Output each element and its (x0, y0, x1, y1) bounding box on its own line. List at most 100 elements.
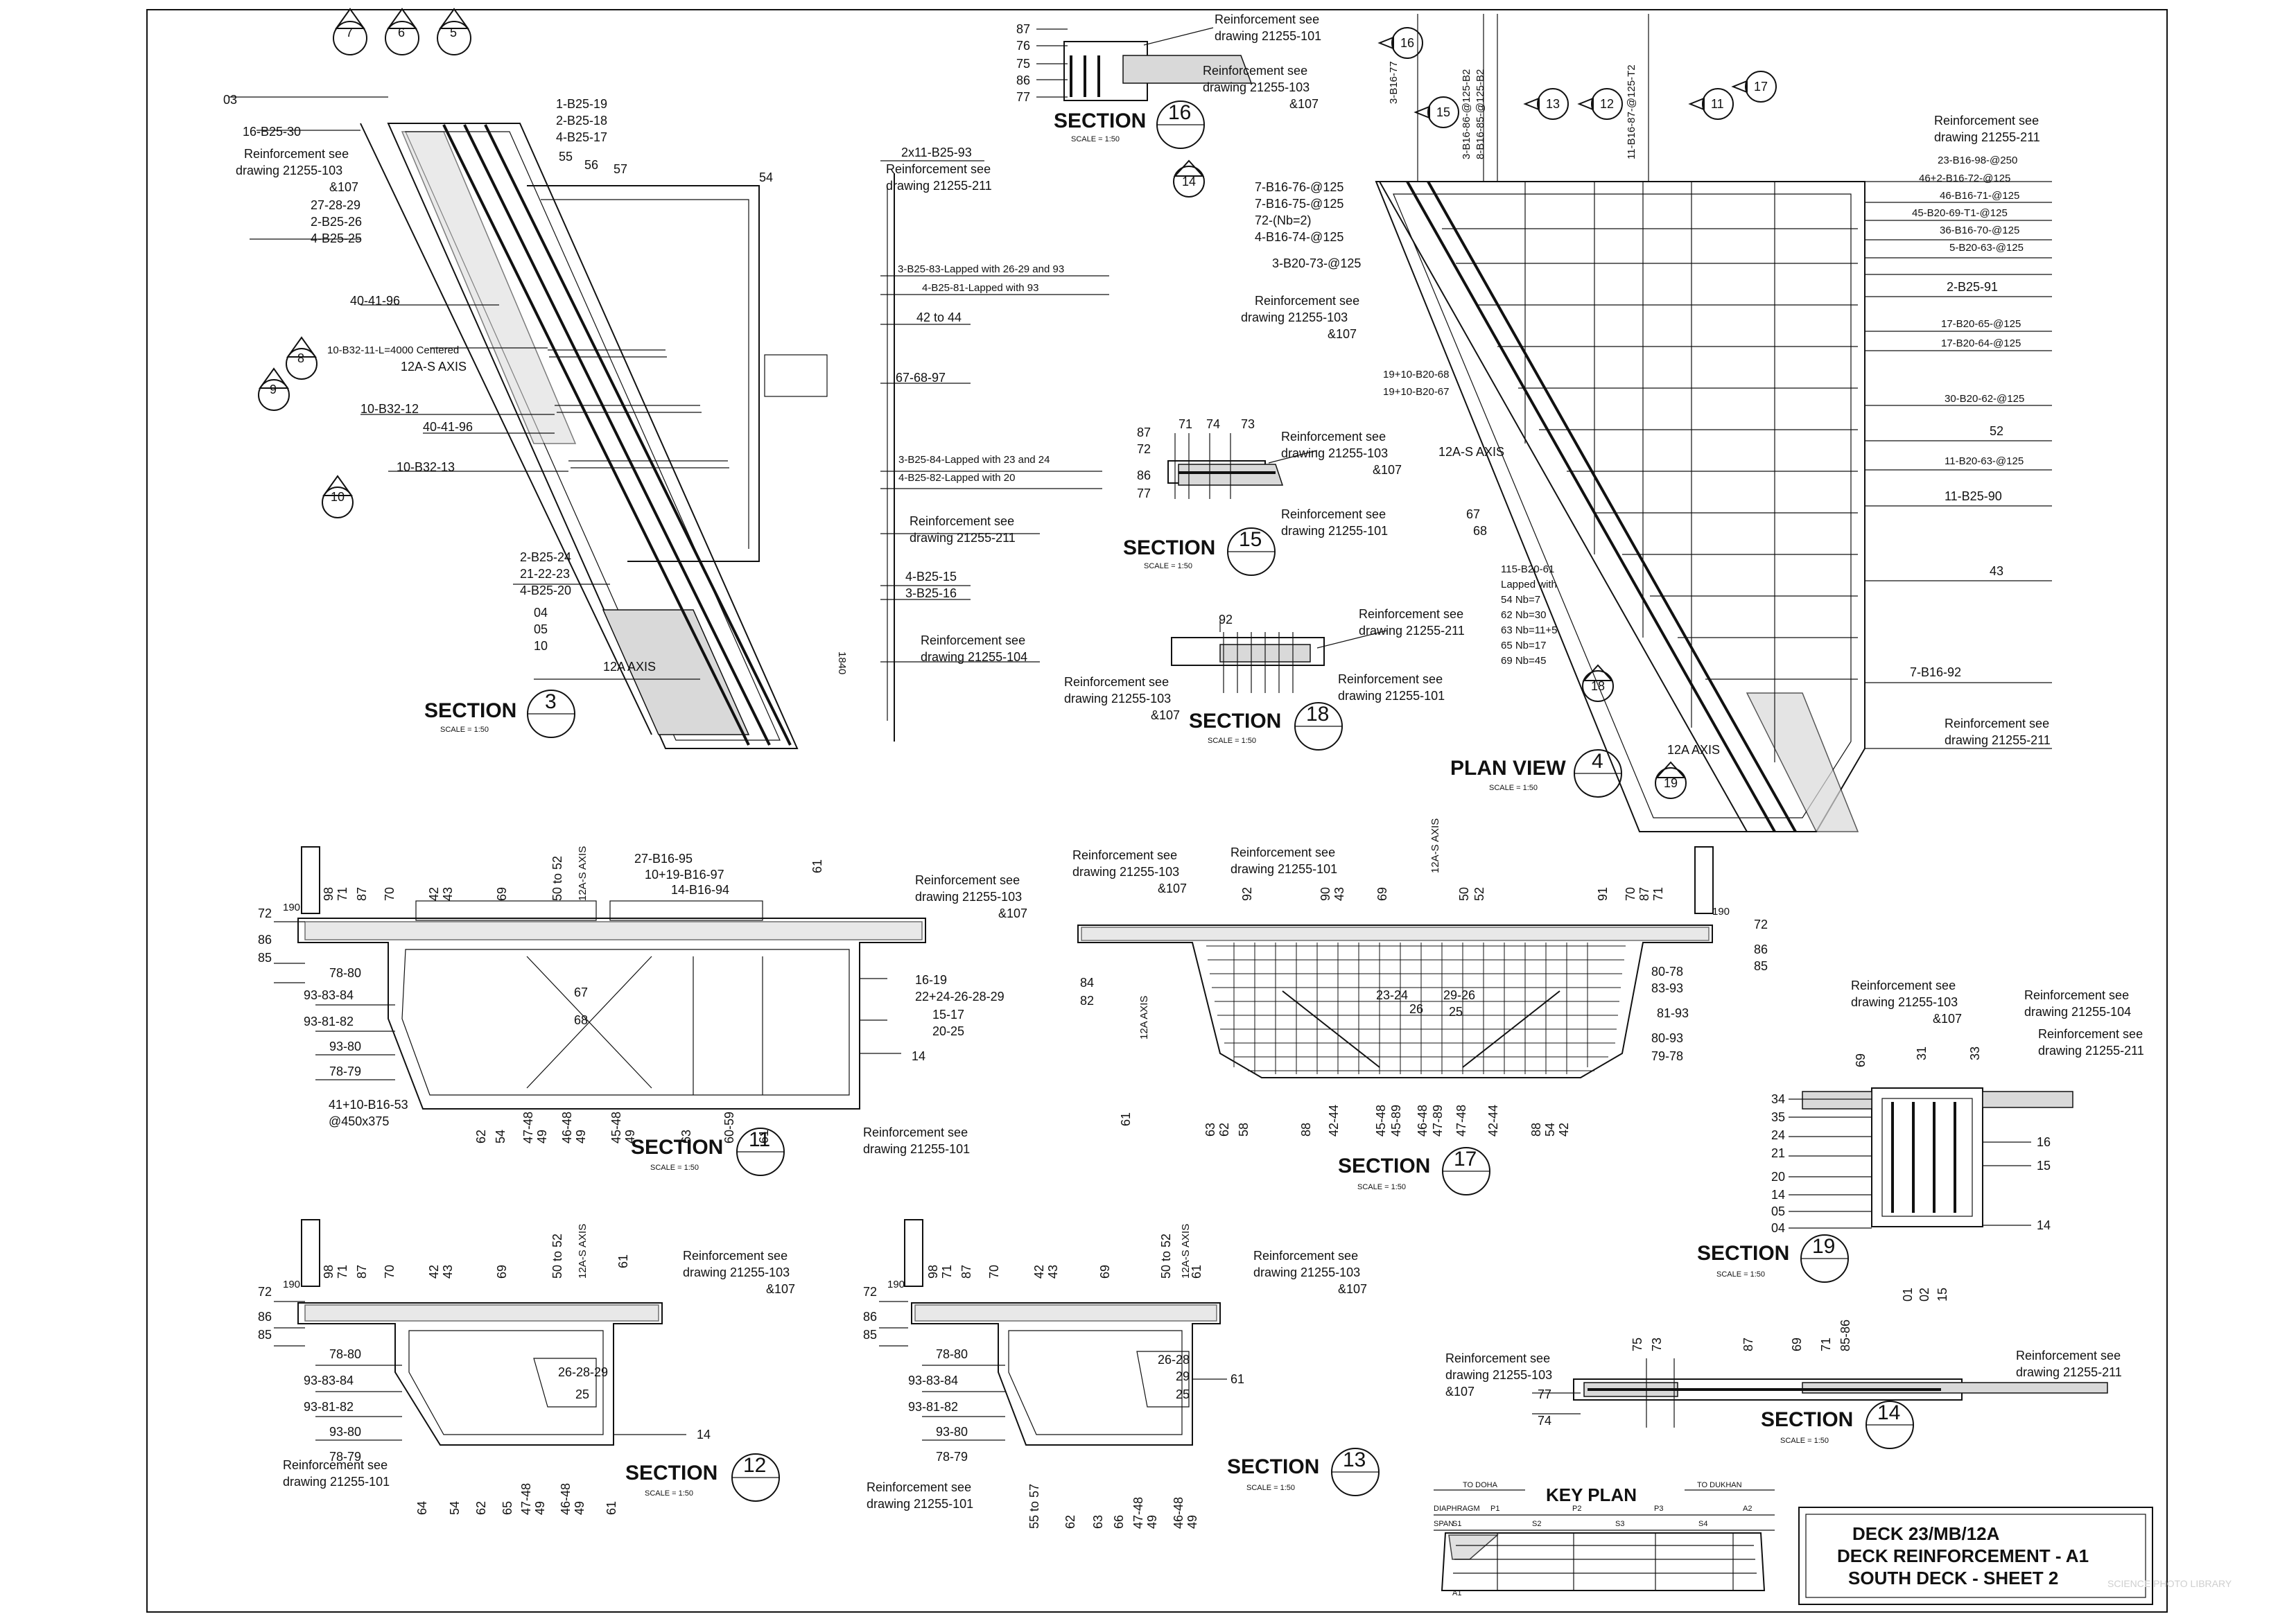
svg-text:87: 87 (1016, 22, 1030, 36)
svg-text:SECTION: SECTION (1338, 1155, 1430, 1177)
s3-label: 42 to 44 (916, 310, 962, 324)
svg-text:78-79: 78-79 (329, 1064, 361, 1078)
svg-text:46+2-B16-72-@125: 46+2-B16-72-@125 (1919, 173, 2010, 184)
svg-text:115-B20-61: 115-B20-61 (1501, 563, 1554, 575)
svg-text:62: 62 (474, 1501, 488, 1515)
svg-text:34: 34 (1771, 1092, 1785, 1106)
svg-text:98: 98 (322, 1265, 336, 1279)
svg-text:19+10-B20-68: 19+10-B20-68 (1383, 369, 1450, 380)
svg-text:42: 42 (1557, 1123, 1571, 1137)
svg-text:69: 69 (1790, 1338, 1804, 1351)
s3-label: 56 (584, 158, 598, 172)
svg-text:P1: P1 (1490, 1505, 1499, 1513)
svg-text:&107: &107 (1328, 327, 1357, 341)
svg-text:79-78: 79-78 (1651, 1049, 1683, 1063)
svg-text:69: 69 (495, 887, 509, 901)
section-12-drawing: 72 190 98 71 87 70 42 43 69 50 to 52 12A… (258, 1219, 795, 1515)
s3-label: 4-B25-81-Lapped with 93 (922, 282, 1038, 294)
svg-text:43: 43 (1046, 1265, 1060, 1279)
svg-text:7-B16-76-@125: 7-B16-76-@125 (1255, 180, 1343, 194)
svg-text:drawing 21255-211: drawing 21255-211 (1359, 624, 1465, 638)
svg-text:62 Nb=30: 62 Nb=30 (1501, 609, 1546, 621)
section-14-drawing: Reinforcement see drawing 21255-103 &107… (1445, 1320, 2122, 1428)
svg-text:16: 16 (1400, 36, 1414, 50)
svg-text:10: 10 (331, 490, 345, 504)
svg-text:93-83-84: 93-83-84 (304, 1374, 354, 1387)
svg-text:23-24: 23-24 (1376, 988, 1408, 1002)
s3-label: 27-28-29 (311, 198, 360, 212)
svg-text:70: 70 (1624, 887, 1637, 901)
svg-text:61: 61 (616, 1254, 630, 1268)
svg-text:47-89: 47-89 (1431, 1105, 1445, 1137)
svg-text:93-81-82: 93-81-82 (908, 1400, 958, 1414)
svg-text:29: 29 (1176, 1369, 1190, 1383)
svg-text:190: 190 (887, 1279, 905, 1290)
svg-text:86: 86 (258, 1310, 272, 1324)
svg-text:77: 77 (1538, 1387, 1551, 1401)
s3-label: &107 (329, 180, 358, 194)
s3-label: 10-B32-12 (360, 402, 419, 416)
svg-text:190: 190 (1712, 906, 1730, 918)
svg-text:43: 43 (1332, 887, 1346, 901)
svg-text:45-89: 45-89 (1389, 1105, 1403, 1137)
svg-text:21: 21 (1771, 1146, 1785, 1160)
svg-text:drawing 21255-101: drawing 21255-101 (863, 1142, 970, 1156)
svg-text:77: 77 (1016, 90, 1030, 104)
svg-text:62: 62 (1063, 1515, 1077, 1529)
svg-text:16-19: 16-19 (915, 973, 947, 987)
s3-label: 3-B25-83-Lapped with 26-29 and 93 (898, 263, 1064, 275)
svg-text:71: 71 (940, 1265, 954, 1279)
svg-text:49: 49 (623, 1130, 637, 1144)
svg-text:92: 92 (1240, 887, 1254, 901)
section-17-rebar-grid (1206, 943, 1626, 1074)
s3-label-03: 03 (223, 93, 237, 107)
svg-text:55 to 57: 55 to 57 (1027, 1484, 1041, 1529)
svg-text:27-B16-95: 27-B16-95 (634, 852, 693, 866)
svg-text:drawing 21255-101: drawing 21255-101 (1281, 524, 1388, 538)
svg-text:81-93: 81-93 (1657, 1006, 1689, 1020)
svg-text:93-81-82: 93-81-82 (304, 1015, 354, 1028)
svg-text:46-48: 46-48 (559, 1483, 573, 1515)
svg-text:11: 11 (749, 1128, 770, 1151)
svg-text:20-25: 20-25 (932, 1024, 964, 1038)
s3-label: 4-B25-15 (905, 570, 957, 584)
svg-text:71: 71 (1651, 887, 1665, 901)
svg-text:16: 16 (2037, 1135, 2051, 1149)
plan-view-4-drawing: 3-B16-77 3-B16-86-@125-B2 8-B16-85-@125-… (1241, 14, 2052, 832)
svg-text:13: 13 (1546, 97, 1560, 111)
svg-text:drawing 21255-101: drawing 21255-101 (1338, 689, 1445, 703)
svg-text:77: 77 (1137, 487, 1151, 500)
svg-text:45-48: 45-48 (609, 1112, 623, 1144)
svg-text:drawing 21255-103: drawing 21255-103 (1851, 995, 1958, 1009)
svg-text:73: 73 (1241, 417, 1255, 431)
svg-text:05: 05 (1771, 1204, 1785, 1218)
svg-text:KEY PLAN: KEY PLAN (1546, 1484, 1637, 1505)
svg-text:4: 4 (1592, 750, 1603, 773)
s3-label: 2x11-B25-93 (901, 146, 972, 159)
s3-label: 57 (614, 162, 627, 176)
section-title-14: SECTION 14 SCALE = 1:50 (1761, 1401, 1914, 1449)
svg-text:7-B16-75-@125: 7-B16-75-@125 (1255, 197, 1343, 211)
svg-text:SECTION: SECTION (631, 1136, 723, 1159)
svg-text:70: 70 (383, 887, 397, 901)
svg-text:Reinforcement see: Reinforcement see (283, 1458, 388, 1472)
svg-text:17: 17 (1454, 1148, 1477, 1171)
svg-text:drawing 21255-103: drawing 21255-103 (683, 1265, 790, 1279)
svg-text:68: 68 (574, 1013, 588, 1027)
s3-label: 40-41-96 (350, 294, 400, 308)
svg-text:98: 98 (926, 1265, 940, 1279)
svg-text:&107: &107 (766, 1282, 795, 1296)
s3-label: 40-41-96 (423, 420, 473, 434)
svg-text:12A-S AXIS: 12A-S AXIS (1180, 1224, 1192, 1279)
s3-label: 16-B25-30 (243, 125, 301, 139)
svg-text:02: 02 (1917, 1288, 1931, 1302)
svg-text:S2: S2 (1532, 1520, 1541, 1528)
svg-text:58: 58 (1237, 1123, 1251, 1137)
svg-text:93-83-84: 93-83-84 (304, 988, 354, 1002)
svg-text:12A AXIS: 12A AXIS (1138, 996, 1150, 1040)
svg-text:54: 54 (448, 1501, 462, 1515)
svg-text:72: 72 (258, 1285, 272, 1299)
svg-text:&107: &107 (1373, 463, 1402, 477)
s3-label: drawing 21255-211 (910, 531, 1016, 545)
svg-text:drawing 21255-101: drawing 21255-101 (867, 1497, 973, 1511)
